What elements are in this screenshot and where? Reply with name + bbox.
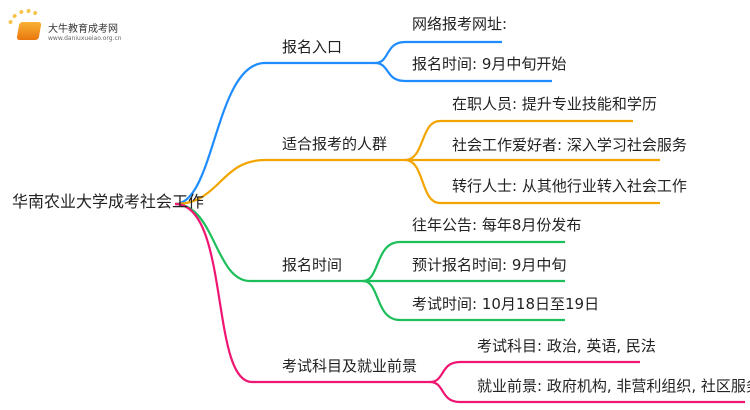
connector-blue-1 (374, 40, 502, 65)
connector-root-blue (174, 61, 375, 206)
leaf-topic: 转行人士: 从其他行业转入社会工作 (452, 177, 687, 195)
logo-name: 大牛教育成考网 (48, 24, 118, 35)
leaf-topic: 就业前景: 政府机构, 非营利组织, 社区服务中心 (477, 377, 750, 395)
branch-topic: 考试科目及就业前景 (282, 357, 418, 375)
logo: 大牛教育成考网 www.daniuxueiao.org.cn (16, 20, 122, 42)
connector-orange-1 (404, 119, 633, 162)
leaf-topic: 考试科目: 政治, 英语, 民法 (477, 337, 656, 355)
leaf-topic: 考试时间: 10月18日至19日 (412, 295, 600, 313)
leaf-topic: 社会工作爱好者: 深入学习社会服务 (452, 136, 687, 154)
connector-green-3 (362, 279, 565, 322)
leaf-topic: 在职人员: 提升专业技能和学历 (452, 95, 657, 113)
branch-topic: 适合报考的人群 (282, 135, 388, 153)
leaf-topic: 报名时间: 9月中旬开始 (412, 55, 567, 73)
branch-topic: 报名时间 (282, 256, 343, 274)
logo-url: www.daniuxueiao.org.cn (48, 35, 122, 42)
connector-root-pink (174, 202, 430, 384)
leaf-topic: 预计报名时间: 9月中旬 (412, 256, 567, 274)
connector-pink-2 (429, 380, 745, 404)
connector-orange-3 (404, 158, 660, 205)
connector-blue-2 (374, 61, 552, 83)
connector-pink-1 (429, 360, 640, 384)
connector-green-1 (362, 240, 565, 283)
leaf-topic: 网络报考网址: (412, 15, 508, 33)
leaf-topic: 往年公告: 每年8月份发布 (412, 216, 582, 234)
branch-topic: 报名入口 (282, 38, 343, 56)
root-topic: 华南农业大学成考社会工作 (12, 192, 205, 211)
connector-root-orange (174, 158, 405, 206)
